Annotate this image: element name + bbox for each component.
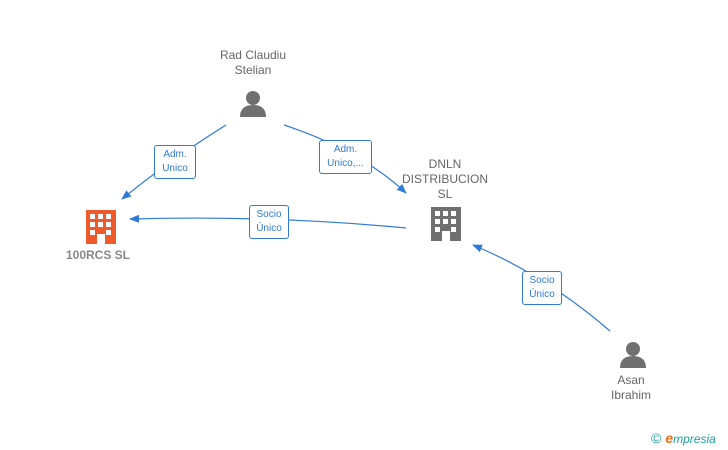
edge-label-socio-unico: Socio Único [522, 271, 562, 305]
building-icon [431, 207, 461, 241]
node-label-asan-ibrahim[interactable]: Asan Ibrahim [610, 373, 651, 402]
node-label-100rcs-sl[interactable]: 100RCS SL [65, 248, 131, 262]
edge-label-adm-unico: Adm. Unico [154, 145, 196, 179]
node-label-rad-claudiu-stelian[interactable]: Rad Claudiu Stelian [219, 48, 287, 77]
building-icon [86, 210, 116, 244]
edge-label-adm-unico-more: Adm. Unico,... [319, 140, 372, 174]
copyright-icon: © [651, 430, 662, 446]
brand-logo: ©empresia [651, 430, 716, 446]
edge-label-socio-unico: Socio Único [249, 205, 289, 239]
person-icon [620, 342, 646, 368]
person-icon [240, 91, 266, 117]
node-label-dnln-distribucion[interactable]: DNLN DISTRIBUCION SL [401, 157, 488, 201]
